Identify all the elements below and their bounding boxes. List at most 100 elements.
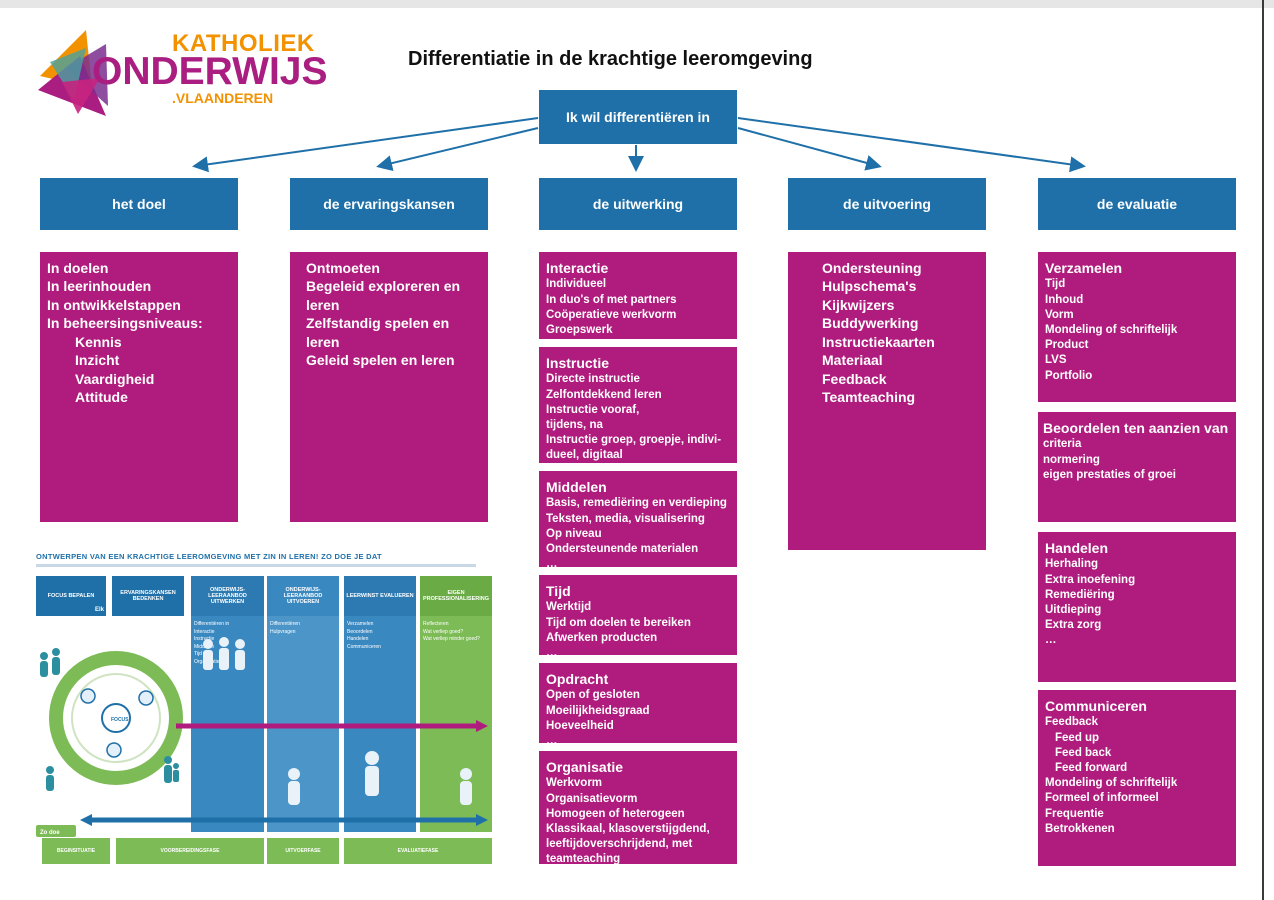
box-item: Feedback [1045,716,1099,729]
box-title: Instructie [546,355,610,371]
uitvoering-item: Hulpschema's [822,278,917,295]
infographic-phase-label: VOORBEREIDINGSFASE [160,848,220,854]
box-item: Afwerken producten [546,631,658,644]
phase-arrow-blue-head-left [80,814,92,826]
zin-in-leren-infographic: ONTWERPEN VAN EEN KRACHTIGE LEEROMGEVING… [36,548,492,868]
infographic-column: LEERWINST EVALUEREN Verzamelen Beoordele… [344,576,416,832]
infographic-body-line: Wat verliep goed? [423,628,464,635]
infographic-phase: BEGINSITUATIE [42,838,110,864]
box-item: Zelfontdekkend leren [546,388,662,401]
box-doel: In doelen In leerinhouden In ontwikkelst… [40,252,238,522]
infographic-column: ONDERWIJS-LEERAANBOD UITWERKEN Different… [191,576,264,832]
box-item: Instructie groep, groepje, indivi- [546,434,722,447]
infographic-body-line: Hulpvragen [270,628,296,635]
infographic-body-line: Handelen [347,636,369,642]
box-item: Mondeling of schriftelijk [1045,323,1178,336]
box-item: Extra zorg [1045,619,1102,632]
box-item: Coöperatieve werkvorm [546,308,677,321]
box-item: Open of gesloten [546,689,640,702]
header-uitwerking: de uitwerking [539,178,737,230]
box-subitem: Feed forward [1055,761,1128,774]
box-item: Directe instructie [546,373,640,386]
focus-ring [49,651,183,785]
doel-level: Attitude [75,389,128,406]
infographic-phase: UITVOERFASE [267,838,339,864]
infographic-phase-label: BEGINSITUATIE [56,848,96,854]
header-label: de evaluatie [1096,196,1178,212]
box-title: Communiceren [1045,698,1147,714]
phase-arrow-blue-head-right [476,814,488,826]
uitvoering-item: Ondersteuning [822,260,922,276]
logo-text-onderwijs: ONDERWIJS [92,50,328,93]
box-beoordelen: Beoordelen ten aanzien van criteria norm… [1038,412,1236,522]
box-item: Op niveau [546,527,602,540]
box-item: tijdens, na [546,418,603,431]
box-item: Portfolio [1045,369,1093,382]
box-uitvoering: Ondersteuning Hulpschema's Kijkwijzers B… [788,252,986,550]
badge-top-shape [36,602,62,614]
focus-node-2 [138,690,154,706]
box-title: Opdracht [546,671,609,687]
box-organisatie: Organisatie Werkvorm Organisatievorm Hom… [539,751,737,864]
box-item: Groepswerk [546,323,613,336]
infographic-heading: ONTWERPEN VAN EEN KRACHTIGE LEEROMGEVING… [36,552,382,561]
box-item: In duo's of met partners [546,293,677,306]
box-item: … [546,646,558,655]
doel-line: In doelen [47,260,109,276]
box-item: Product [1045,339,1089,352]
box-title: Tijd [546,583,571,599]
box-item: Tijd om doelen te bereiken [546,616,691,629]
box-item: Formeel of informeel [1045,792,1159,805]
root-node: Ik wil differentiëren in [539,90,737,144]
box-communiceren: Communiceren Feedback Feed up Feed back … [1038,690,1236,866]
box-item: teamteaching [546,853,621,864]
ervaring-line: Geleid spelen en leren [306,352,455,369]
box-item: dueel, digitaal [546,449,623,462]
arrow-to-ervaringskansen [376,127,539,171]
box-item: Individueel [546,278,607,291]
box-item: … [1045,634,1057,647]
box-item: Ondersteunende materialen [546,542,699,555]
infographic-column-header: ERVARINGSKANSEN BEDENKEN [112,576,184,616]
box-item: Instructie vooraf, [546,403,640,416]
box-title: Organisatie [546,759,624,775]
box-handelen: Handelen Herhaling Extra inoefening Reme… [1038,532,1236,682]
box-item: Uitdieping [1045,603,1102,616]
box-title: Handelen [1045,540,1109,556]
box-item: leeftijdoverschrijdend, met [546,838,693,851]
infographic-column: EIGEN PROFESSIONALISERING Reflecteren Wa… [420,576,492,832]
doel-level: Kennis [75,333,122,350]
infographic-illustration: Elk FOCUS Zo doe [36,602,488,837]
logo-mark-icon [38,30,108,116]
infographic-body-line: Wat verliep minder goed? [423,636,480,642]
infographic-column-header: LEERWINST EVALUEREN [344,576,416,616]
box-item: Klassikaal, klasoverstijgdend, [546,822,710,835]
box-opdracht: Opdracht Open of gesloten Moeilijkheidsg… [539,663,737,743]
focus-node-1 [80,688,96,704]
box-item: … [546,734,558,743]
infographic-body-line: Verzamelen [347,621,374,627]
infographic-badge-top: Elk [95,607,105,613]
infographic-subline [36,564,476,567]
box-title: Middelen [546,479,607,495]
infographic-column-body: Verzamelen Beoordelen Handelen Communice… [344,618,416,654]
badge-bottom-shape [36,825,76,837]
box-item: LVS [1045,354,1067,367]
infographic-column: ERVARINGSKANSEN BEDENKEN [112,576,184,620]
infographic-body-line: Communiceren [347,643,381,650]
uitvoering-item: Buddywerking [822,315,919,332]
header-doel: het doel [40,178,238,230]
box-title: Interactie [546,260,609,276]
doel-level: Vaardigheid [75,370,155,387]
infographic-phase: EVALUATIEFASE [344,838,492,864]
box-item: Homogeen of heterogeen [546,807,685,820]
box-item: Organisatievorm [546,792,638,805]
arrow-to-doel [192,117,539,173]
phase-arrow-pink-head [476,720,488,732]
box-subitem: Feed back [1055,746,1112,759]
infographic-body-line: Tijd [194,651,202,657]
infographic-body-line: Differentiëren in [194,621,230,627]
box-item: Vorm [1045,308,1074,321]
arrow-to-uitvoering [737,127,882,171]
